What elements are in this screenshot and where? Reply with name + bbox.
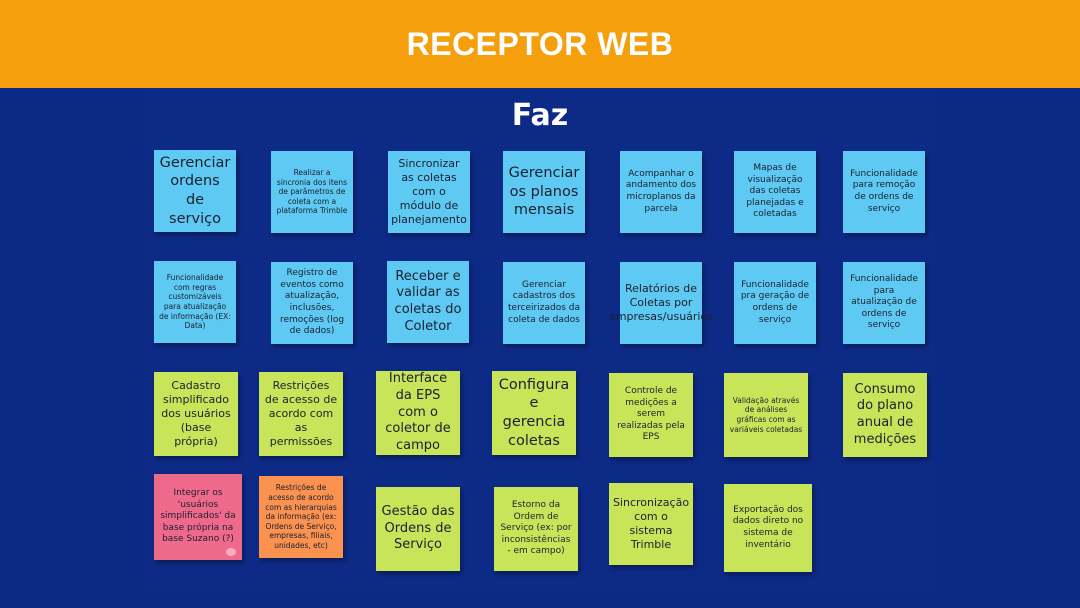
sticky-note[interactable]: Funcionalidade com regras customizáveis … <box>154 261 236 343</box>
sticky-note[interactable]: Acompanhar o andamento dos microplanos d… <box>620 151 702 233</box>
sticky-note[interactable]: Exportação dos dados direto no sistema d… <box>724 484 812 572</box>
sticky-note[interactable]: Configura e gerencia coletas <box>492 371 576 455</box>
sticky-note[interactable]: Interface da EPS com o coletor de campo <box>376 371 460 455</box>
sticky-note[interactable]: Sincronizar as coletas com o módulo de p… <box>388 151 470 233</box>
sticky-note[interactable]: Realizar a sincronia dos itens de parâme… <box>271 151 353 233</box>
sticky-note[interactable]: Registro de eventos como atualização, in… <box>271 262 353 344</box>
sticky-note[interactable]: Validação através de análises gráficas c… <box>724 373 808 457</box>
sticker-mark <box>226 548 236 556</box>
sticky-note[interactable]: Restrições de acesso de acordo com as hi… <box>259 476 343 558</box>
sticky-note[interactable]: Gerenciar os planos mensais <box>503 151 585 233</box>
sticky-note[interactable]: Gerenciar cadastros dos terceirizados da… <box>503 262 585 344</box>
sticky-note[interactable]: Consumo do plano anual de medições <box>843 373 927 457</box>
sticky-note[interactable]: Estorno da Ordem de Serviço (ex: por inc… <box>494 487 578 571</box>
board-title: Faz <box>511 98 569 133</box>
sticky-note[interactable]: Restrições de acesso de acordo com as pe… <box>259 372 343 456</box>
sticky-note[interactable]: Relatórios de Coletas por empresas/usuár… <box>609 262 713 344</box>
sticky-note[interactable]: Integrar os 'usuários simplificados' da … <box>154 474 242 560</box>
sticky-note[interactable]: Controle de medições a serem realizadas … <box>609 373 693 457</box>
sticky-note[interactable]: Gestão das Ordens de Serviço <box>376 487 460 571</box>
header-bar: RECEPTOR WEB <box>0 0 1080 88</box>
sticky-note[interactable]: Funcionalidade pra geração de ordens de … <box>734 262 816 344</box>
sticky-note[interactable]: Cadastro simplificado dos usuários (base… <box>154 372 238 456</box>
sticky-note[interactable]: Sincronização com o sistema Trimble <box>609 483 693 565</box>
header-title: RECEPTOR WEB <box>406 25 674 62</box>
sticky-note[interactable]: Mapas de visualização das coletas planej… <box>734 151 816 233</box>
sticky-note[interactable]: Funcionalidade para atualização de orden… <box>843 262 925 344</box>
sticky-note[interactable]: Gerenciar ordens de serviço <box>154 150 236 232</box>
sticky-note[interactable]: Receber e validar as coletas do Coletor <box>387 261 469 343</box>
sticky-note[interactable]: Funcionalidade para remoção de ordens de… <box>843 151 925 233</box>
